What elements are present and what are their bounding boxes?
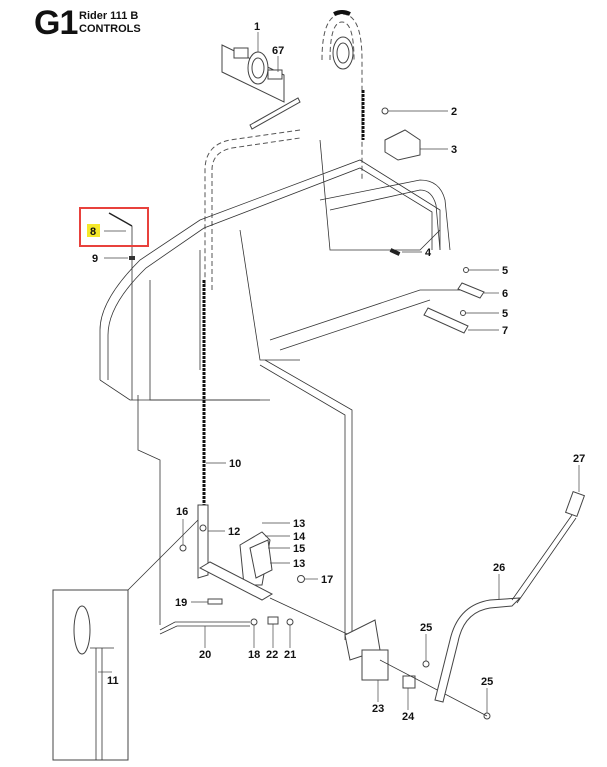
callout-4[interactable]: 4 xyxy=(425,247,432,259)
pivot-line xyxy=(379,659,488,717)
leader-lines xyxy=(98,32,580,713)
belt-dashed-upper xyxy=(321,13,363,180)
bolt-25a xyxy=(422,660,430,668)
pulley-plate xyxy=(249,97,301,130)
highlight-label-bg xyxy=(87,224,100,237)
nut-12 xyxy=(199,524,207,532)
callout-6[interactable]: 6 xyxy=(502,288,508,300)
frame-outer xyxy=(99,159,441,380)
callout-12[interactable]: 12 xyxy=(228,526,240,538)
frame-outer-inner xyxy=(107,167,433,380)
pin-7 xyxy=(423,307,469,334)
bracket-12 xyxy=(197,504,209,579)
callout-25b[interactable]: 25 xyxy=(481,676,493,688)
callout-13a[interactable]: 13 xyxy=(293,518,305,530)
upper-pulley-hub xyxy=(336,42,350,64)
clip-22 xyxy=(267,616,279,625)
frame-upper-tube-inner xyxy=(329,189,441,251)
callout-22[interactable]: 22 xyxy=(266,649,278,661)
rod-20 xyxy=(159,621,250,631)
nut-21 xyxy=(286,618,294,626)
highlight-box xyxy=(79,207,149,247)
callout-8[interactable]: 8 xyxy=(90,226,96,238)
detail-inset xyxy=(52,519,199,761)
part-4 xyxy=(389,248,401,256)
clip-5b xyxy=(460,310,466,316)
lever-rod-2 xyxy=(516,517,577,604)
callout-16[interactable]: 16 xyxy=(176,506,188,518)
callout-17[interactable]: 17 xyxy=(321,574,333,586)
callout-25a[interactable]: 25 xyxy=(420,622,432,634)
belt-dashed-left-inner xyxy=(211,137,301,290)
inset-frame xyxy=(52,589,129,761)
belt-path xyxy=(204,10,363,290)
bushing-24 xyxy=(402,675,416,689)
callout-18[interactable]: 18 xyxy=(248,649,260,661)
frame-side-panel xyxy=(149,280,270,401)
bracket-3 xyxy=(384,129,421,161)
pulley-hub xyxy=(251,57,265,79)
model-name: Rider 111 B xyxy=(79,10,139,22)
control-rod xyxy=(259,364,346,640)
screw-2 xyxy=(381,107,389,115)
bracket-23-box xyxy=(361,649,389,681)
callout-10[interactable]: 10 xyxy=(229,458,241,470)
knob-27 xyxy=(564,490,586,518)
frame-rail-lower xyxy=(279,299,431,351)
callout-19[interactable]: 19 xyxy=(175,597,187,609)
pedal-pad xyxy=(249,539,273,579)
bolt-16 xyxy=(179,544,187,552)
inset-link xyxy=(73,605,91,655)
callout-13b[interactable]: 13 xyxy=(293,558,305,570)
rod-20-inner xyxy=(159,625,250,635)
callout-1[interactable]: 1 xyxy=(254,21,260,33)
callout-21[interactable]: 21 xyxy=(284,649,296,661)
inset-connector xyxy=(127,519,199,591)
callout-20[interactable]: 20 xyxy=(199,649,211,661)
section-code: G1 xyxy=(34,4,78,42)
frame-upper-tube xyxy=(319,179,451,251)
cable-line xyxy=(137,395,161,625)
lever-26 xyxy=(434,597,522,703)
callout-2[interactable]: 2 xyxy=(451,106,457,118)
part-9-clip xyxy=(129,256,135,260)
callout-67[interactable]: 67 xyxy=(272,45,284,57)
callout-15[interactable]: 15 xyxy=(293,543,305,555)
chassis-frame xyxy=(99,139,460,401)
clip-5a xyxy=(463,267,469,273)
belt-dashed-inner xyxy=(329,21,355,61)
callout-11[interactable]: 11 xyxy=(107,675,119,687)
section-title: CONTROLS xyxy=(79,23,141,35)
lever-rod xyxy=(511,514,573,601)
callout-9[interactable]: 9 xyxy=(92,253,98,265)
callout-3[interactable]: 3 xyxy=(451,144,457,156)
callout-23[interactable]: 23 xyxy=(372,703,384,715)
control-rod-inner xyxy=(264,359,353,640)
callout-5a[interactable]: 5 xyxy=(502,265,508,277)
cross-shaft xyxy=(198,561,274,601)
callout-24[interactable]: 24 xyxy=(402,711,415,723)
callout-26[interactable]: 26 xyxy=(493,562,505,574)
callout-labels: 1 67 2 3 4 5 6 5 7 8 9 10 11 12 13 14 15… xyxy=(90,21,585,723)
shaft-line xyxy=(269,597,361,641)
callout-7[interactable]: 7 xyxy=(502,325,508,337)
callout-27[interactable]: 27 xyxy=(573,453,585,465)
bolt-19 xyxy=(207,598,223,605)
washer-18 xyxy=(250,618,258,626)
belt-dashed-left xyxy=(204,129,301,290)
callout-5b[interactable]: 5 xyxy=(502,308,508,320)
pin-6 xyxy=(457,282,485,299)
pulley-shaft-right xyxy=(267,69,283,80)
part-8-pin xyxy=(108,212,133,227)
nut-17 xyxy=(297,575,305,583)
belt-top-mark xyxy=(333,10,351,16)
callout-14[interactable]: 14 xyxy=(293,531,306,543)
pulley-shaft-left xyxy=(233,47,249,59)
frame-strut xyxy=(239,229,300,361)
frame-base xyxy=(99,379,260,401)
pulley-assembly xyxy=(221,44,301,130)
frame-rail xyxy=(269,289,460,341)
frame-cross xyxy=(319,139,441,251)
